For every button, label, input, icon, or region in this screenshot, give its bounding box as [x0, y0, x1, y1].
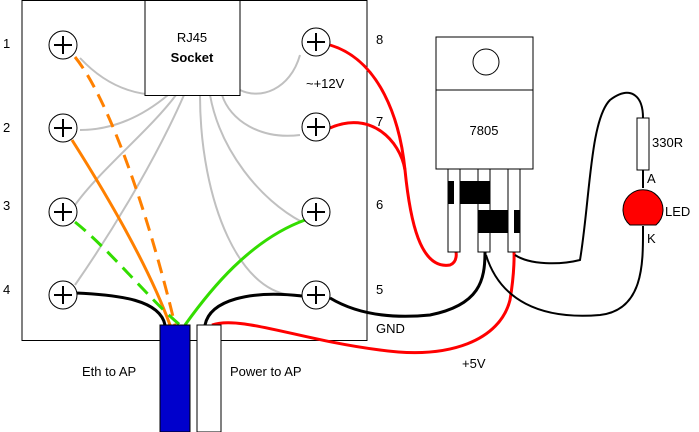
resistor-label: 330R — [652, 135, 683, 150]
regulator-label: 7805 — [470, 123, 499, 138]
gnd-label: GND — [376, 321, 405, 336]
socket-label-rj45: RJ45 — [177, 30, 207, 45]
plus5v-label: +5V — [462, 356, 486, 371]
screw-1 — [48, 30, 78, 60]
eth-cable-label: Eth to AP — [82, 364, 136, 379]
screw-2 — [48, 113, 78, 143]
power-cable-label: Power to AP — [230, 364, 302, 379]
pin-label-4: 4 — [3, 282, 10, 297]
led-wires — [485, 91, 645, 317]
screw-5 — [301, 280, 331, 310]
resistor — [636, 117, 650, 171]
supply-label: ~+12V — [306, 76, 345, 91]
regulator-7805 — [435, 36, 534, 253]
rj45-socket — [144, 0, 241, 96]
socket-label-socket: Socket — [171, 50, 214, 65]
eth-cable — [159, 324, 191, 432]
screw-3 — [48, 197, 78, 227]
pin-label-1: 1 — [3, 36, 10, 51]
screw-8 — [301, 27, 331, 57]
cable-wires — [70, 43, 516, 355]
pin-label-5: 5 — [376, 282, 383, 297]
power-cable — [196, 324, 222, 432]
screw-6 — [301, 197, 331, 227]
screw-4 — [48, 280, 78, 310]
screw-7 — [301, 112, 331, 142]
pin-label-8: 8 — [376, 32, 383, 47]
led-cathode-label: K — [647, 231, 656, 246]
led — [622, 189, 664, 226]
pin-label-3: 3 — [3, 198, 10, 213]
pin-label-7: 7 — [376, 114, 383, 129]
pin-label-2: 2 — [3, 120, 10, 135]
led-label: LED — [665, 204, 690, 219]
screw-terminals — [48, 27, 331, 310]
led-anode-label: A — [647, 171, 656, 186]
pin-label-6: 6 — [376, 197, 383, 212]
